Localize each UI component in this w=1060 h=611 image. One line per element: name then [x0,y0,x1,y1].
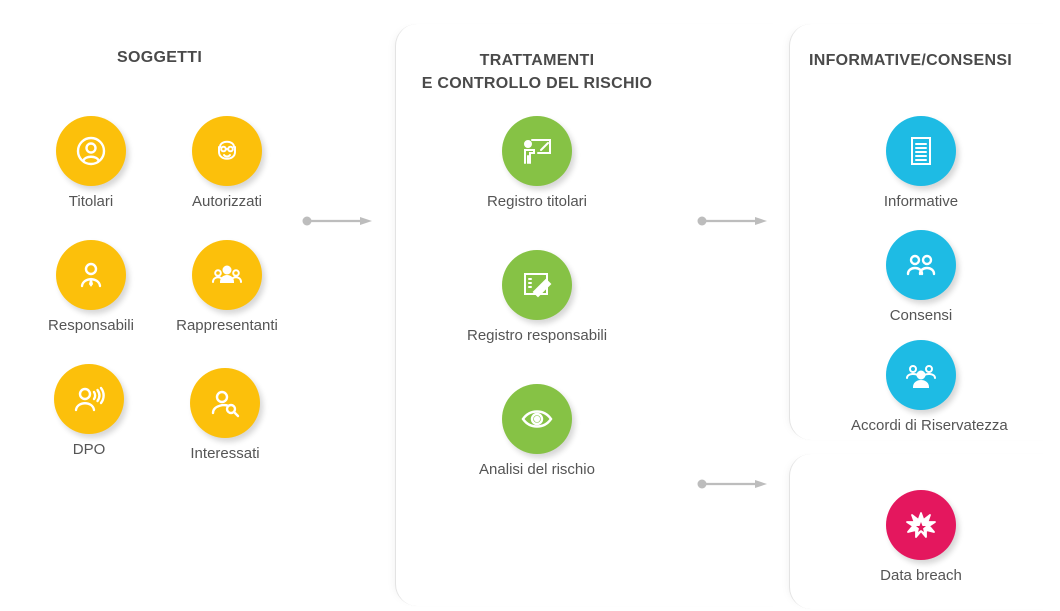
label-registro-responsabili: Registro responsabili [467,327,608,344]
three-people-icon [886,340,956,410]
item-dpo[interactable]: DPO [19,364,159,458]
label-accordi-di-riservatezza: Accordi di Riservatezza [851,417,1008,434]
heading-soggetti-text: SOGGETTI [117,49,203,66]
item-accordi-di-riservatezza[interactable]: Accordi di Riservatezza [851,340,1008,434]
label-registro-titolari: Registro titolari [486,193,588,210]
item-data-breach[interactable]: Data breach [851,490,991,584]
label-data-breach: Data breach [880,567,962,584]
arrow-soggetti-to-trattamenti [302,216,372,226]
arrow-trattamenti-to-breach [697,479,767,489]
document-list-icon [886,116,956,186]
label-rappresentanti: Rappresentanti [176,317,278,334]
group-icon [192,240,262,310]
label-titolari: Titolari [68,193,114,210]
panel-trattamenti [395,24,791,606]
item-registro-responsabili[interactable]: Registro responsabili [467,250,607,344]
item-consensi[interactable]: Consensi [851,230,991,324]
eye-icon [502,384,572,454]
heading-informative-text: INFORMATIVE/CONSENSI [809,52,1013,69]
heading-informative: INFORMATIVE/CONSENSI [809,49,1012,72]
item-analisi-del-rischio[interactable]: Analisi del rischio [467,384,607,478]
two-people-icon [886,230,956,300]
person-signal-icon [54,364,124,434]
label-dpo: DPO [72,441,106,458]
heading-soggetti: SOGGETTI [117,46,202,69]
person-tie-icon [56,240,126,310]
item-informative[interactable]: Informative [851,116,991,210]
item-titolari[interactable]: Titolari [21,116,161,210]
heading-trattamenti-line2: E CONTROLLO DEL RISCHIO [421,75,653,92]
item-rappresentanti[interactable]: Rappresentanti [157,240,297,334]
item-registro-titolari[interactable]: Registro titolari [467,116,607,210]
item-interessati[interactable]: Interessati [155,368,295,462]
label-analisi-del-rischio: Analisi del rischio [479,461,595,478]
document-pen-icon [502,250,572,320]
label-interessati: Interessati [190,445,260,462]
presenter-board-icon [502,116,572,186]
label-responsabili: Responsabili [48,317,134,334]
person-search-icon [190,368,260,438]
heading-trattamenti: TRATTAMENTI E CONTROLLO DEL RISCHIO [418,49,656,95]
heading-trattamenti-line1: TRATTAMENTI [479,52,595,69]
item-responsabili[interactable]: Responsabili [21,240,161,334]
label-autorizzati: Autorizzati [191,193,263,210]
label-consensi: Consensi [889,307,953,324]
arrow-trattamenti-to-informative [697,216,767,226]
person-circle-icon [56,116,126,186]
item-autorizzati[interactable]: Autorizzati [157,116,297,210]
bearded-face-icon [192,116,262,186]
explosion-icon [886,490,956,560]
label-informative: Informative [883,193,959,210]
